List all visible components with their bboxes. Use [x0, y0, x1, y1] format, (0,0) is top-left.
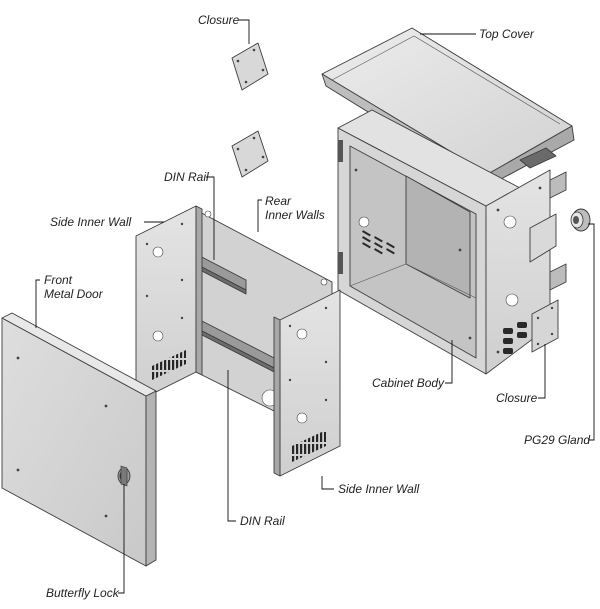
side-right-vents [292, 430, 326, 462]
cabinet-body [337, 109, 567, 375]
pg29-gland [570, 208, 591, 232]
front-metal-door [1, 312, 157, 567]
label-pg29-gland: PG29 Gland [524, 433, 591, 447]
closure-plate-right [531, 299, 559, 353]
label-closure-right: Closure [496, 391, 538, 405]
closure-plate-upper [231, 42, 269, 91]
label-closure-top: Closure [198, 13, 240, 27]
cabinet-left-vents [362, 230, 395, 255]
label-front-metal-door: Front Metal Door [44, 273, 103, 301]
label-din-rail-bottom: DIN Rail [240, 514, 285, 528]
label-din-rail-top: DIN Rail [164, 170, 209, 184]
label-side-inner-wall-right: Side Inner Wall [338, 482, 420, 496]
side-left-vents [152, 350, 186, 380]
label-cabinet-body: Cabinet Body [372, 376, 445, 390]
side-inner-wall-left [135, 205, 212, 403]
cabinet-right-ports [503, 322, 527, 354]
label-rear-inner-walls: Rear Inner Walls [265, 194, 325, 222]
label-side-inner-wall-left: Side Inner Wall [50, 215, 132, 229]
label-butterfly-lock: Butterfly Lock [46, 586, 119, 600]
label-top-cover: Top Cover [479, 27, 534, 41]
closure-plate-lower [231, 130, 269, 178]
side-inner-wall-right [273, 278, 341, 477]
leader-lines [35, 19, 595, 594]
